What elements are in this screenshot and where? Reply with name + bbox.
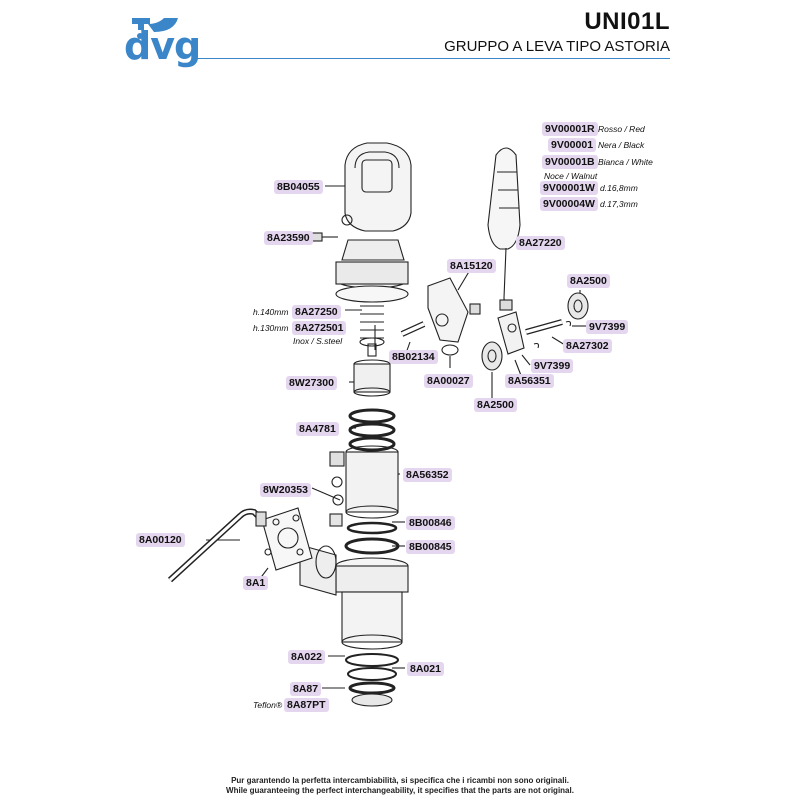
part-note: Teflon®: [253, 700, 283, 710]
part-tag: 8A27220: [516, 236, 565, 250]
part-tag: 8A27302: [563, 339, 612, 353]
part-tag: 8A00120: [136, 533, 185, 547]
part-tag: 9V00001R: [542, 122, 598, 136]
part-tag: 8A56351: [505, 374, 554, 388]
part-note: d.17,3mm: [600, 199, 638, 209]
part-tag: 8B02134: [389, 350, 438, 364]
part-tag: 8A021: [407, 662, 444, 676]
part-tag: 8A022: [288, 650, 325, 664]
part-tag: 9V00001: [548, 138, 597, 152]
part-tag: 8A1: [243, 576, 269, 590]
part-tag: 8B00846: [406, 516, 455, 530]
part-tag: 8B04055: [274, 180, 323, 194]
part-tag: 8A87: [290, 682, 322, 696]
part-note: Nera / Black: [598, 140, 645, 150]
part-tag: 8A27250: [292, 305, 341, 319]
part-tag: 9V00001B: [542, 155, 598, 169]
part-tag: 8A2500: [567, 274, 610, 288]
part-tag: 8A4781: [296, 422, 339, 436]
part-note: Bianca / White: [598, 157, 653, 167]
part-tag: 8A23590: [264, 231, 313, 245]
part-tag: 8A56352: [403, 468, 452, 482]
part-tag: 8B00845: [406, 540, 455, 554]
part-tag: 8A87PT: [284, 698, 329, 712]
part-tag: 8A272501: [292, 321, 347, 335]
part-tag: 8W20353: [260, 483, 311, 497]
disclaimer-it: Pur garantendo la perfetta intercambiabi…: [231, 776, 569, 785]
part-tag: 8A2500: [474, 398, 517, 412]
disclaimer-en: While guaranteeing the perfect interchan…: [226, 786, 574, 795]
part-tag: 8W27300: [286, 376, 337, 390]
part-tag: 9V00001W: [540, 181, 598, 195]
brand-logo: dvg: [124, 24, 201, 68]
header-divider: [196, 58, 670, 59]
faucet-icon: [132, 18, 178, 39]
model-description: GRUPPO A LEVA TIPO ASTORIA: [444, 38, 670, 55]
part-note: h.130mm: [253, 323, 289, 333]
part-tag: 8A15120: [447, 259, 496, 273]
part-note: Inox / S.steel: [293, 336, 343, 346]
part-note: h.140mm: [253, 307, 289, 317]
part-tag: 9V00004W: [540, 197, 598, 211]
part-tag: 8A00027: [424, 374, 473, 388]
part-tag: 9V7399: [586, 320, 629, 334]
part-note: Rosso / Red: [598, 124, 645, 134]
part-note: d.16,8mm: [600, 183, 638, 193]
model-code: UNI01L: [584, 8, 670, 35]
part-tag: 9V7399: [531, 359, 574, 373]
part-note: Noce / Walnut: [544, 171, 598, 181]
